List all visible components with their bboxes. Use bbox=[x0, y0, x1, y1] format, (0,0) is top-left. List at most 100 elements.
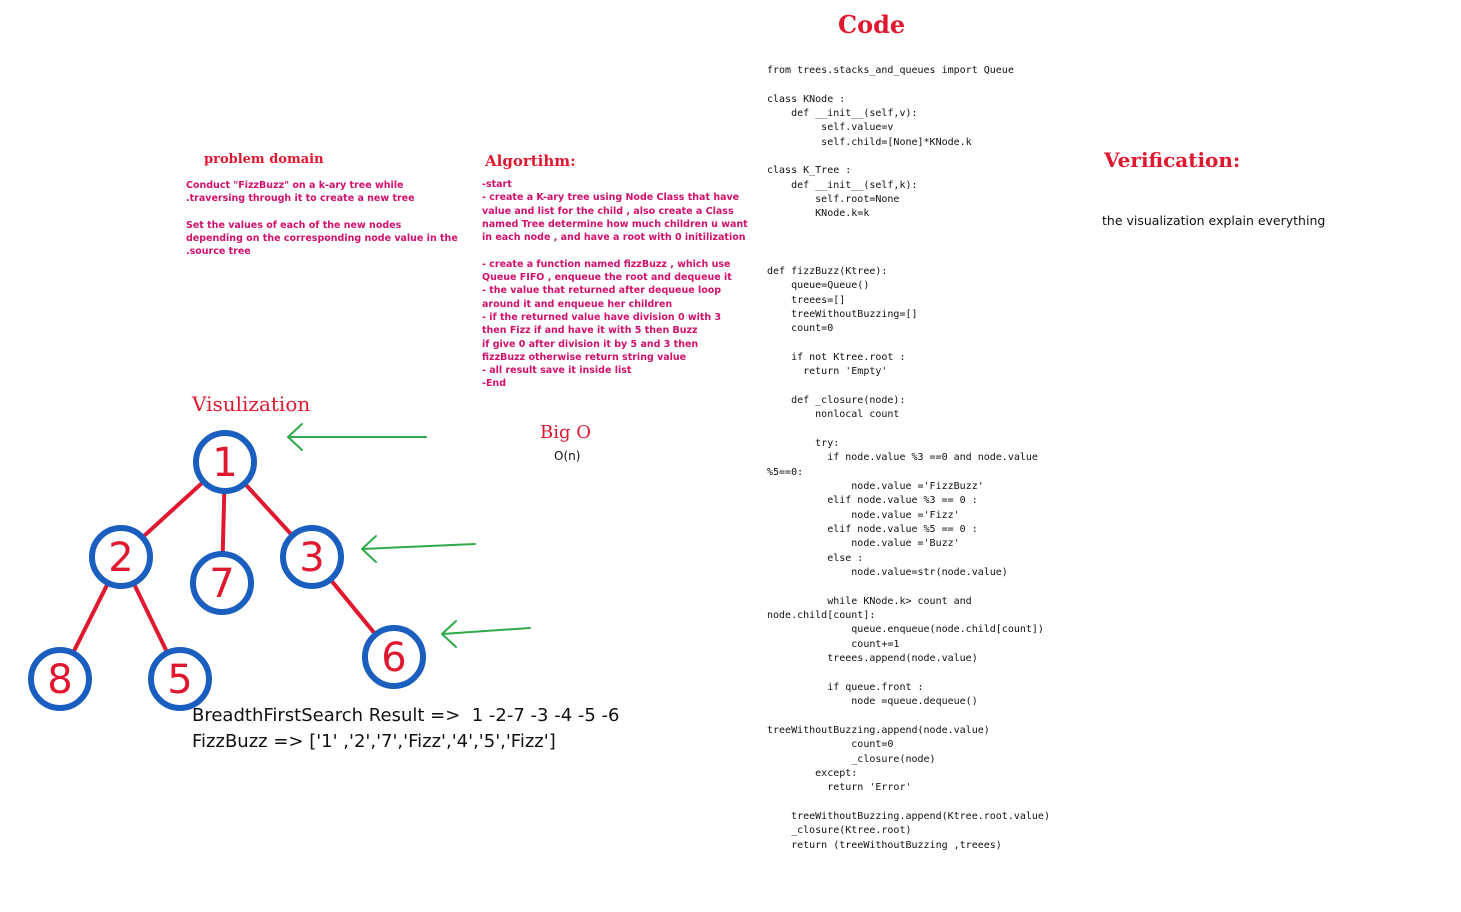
code-line: queue.enqueue(node.child[count]) bbox=[767, 624, 1044, 636]
tree-node-8: 8 bbox=[28, 647, 92, 711]
arrow-to-node-3 bbox=[361, 535, 476, 563]
tree-node-7: 7 bbox=[190, 551, 254, 615]
tree-node-circle bbox=[193, 430, 257, 494]
code-line: %5==0: bbox=[767, 466, 804, 478]
tree-node-label: 1 bbox=[212, 440, 237, 486]
arrow-to-node-1 bbox=[287, 423, 427, 451]
tree-node-circle bbox=[190, 551, 254, 615]
code-line: return (treeWithoutBuzzing ,treees) bbox=[767, 839, 1002, 851]
problem-domain-text: Conduct "FizzBuzz" on a k-ary tree while… bbox=[186, 180, 458, 258]
code-line: from trees.stacks_and_queues import Queu… bbox=[767, 65, 1014, 76]
code-line: treees=[] bbox=[767, 294, 846, 306]
arrow-path bbox=[287, 423, 427, 451]
code-line: except: bbox=[767, 767, 858, 779]
code-line: elif node.value %3 == 0 : bbox=[767, 495, 978, 507]
code-line: self.child=[None]*KNode.k bbox=[767, 136, 972, 148]
code-line: return 'Error' bbox=[767, 782, 912, 794]
code-line: node.value=str(node.value) bbox=[767, 567, 1008, 579]
code-line: if not Ktree.root : bbox=[767, 351, 906, 363]
visualization-title: Visulization bbox=[192, 392, 311, 416]
verification-text: the visualization explain everything bbox=[1102, 213, 1326, 228]
code-line: treeWithoutBuzzing=[] bbox=[767, 308, 918, 320]
tree-edge-n1-n3 bbox=[242, 481, 295, 538]
arrow-path bbox=[361, 535, 476, 563]
tree-edge-n1-n7 bbox=[220, 488, 227, 557]
code-line bbox=[767, 222, 1050, 236]
code-line: KNode.k=k bbox=[767, 208, 870, 220]
algorithm-title: Algortihm: bbox=[485, 152, 576, 170]
code-line: self.value=v bbox=[767, 122, 894, 134]
code-line: node =queue.dequeue() bbox=[767, 696, 978, 708]
code-line: def _closure(node): bbox=[767, 394, 906, 406]
code-line bbox=[767, 709, 1050, 723]
code-line: class K_Tree : bbox=[767, 165, 852, 177]
code-line: while KNode.k> count and bbox=[767, 595, 972, 607]
verification-title: Verification: bbox=[1104, 148, 1241, 172]
arrow-to-node-6 bbox=[441, 620, 531, 648]
code-line: if node.value %3 ==0 and node.value bbox=[767, 452, 1038, 464]
tree-edge-n2-n8 bbox=[70, 580, 111, 656]
code-line: count=0 bbox=[767, 739, 894, 751]
code-line bbox=[767, 423, 1050, 437]
tree-node-5: 5 bbox=[148, 647, 212, 711]
tree-node-circle bbox=[89, 525, 153, 589]
code-line: self.root=None bbox=[767, 194, 900, 206]
code-line bbox=[767, 150, 1050, 164]
tree-node-label: 2 bbox=[108, 535, 133, 581]
code-line bbox=[767, 796, 1050, 810]
tree-node-circle bbox=[28, 647, 92, 711]
code-line: node.value ='Fizz' bbox=[767, 509, 960, 521]
code-line: _closure(Ktree.root) bbox=[767, 825, 912, 837]
code-line: node.value ='FizzBuzz' bbox=[767, 480, 984, 492]
code-line bbox=[767, 250, 1050, 264]
tree-edge-n3-n6 bbox=[328, 577, 378, 637]
big-o-title: Big O bbox=[540, 422, 591, 443]
bfs-result: BreadthFirstSearch Result => 1 -2-7 -3 -… bbox=[192, 705, 620, 726]
code-line: queue=Queue() bbox=[767, 280, 870, 292]
code-line bbox=[767, 580, 1050, 594]
code-line: return 'Empty' bbox=[767, 366, 888, 378]
code-line: def fizzBuzz(Ktree): bbox=[767, 265, 888, 277]
tree-node-label: 7 bbox=[209, 561, 234, 607]
tree-diagram: 1 2 7 3 8 5 6 bbox=[28, 423, 531, 711]
code-line: def __init__(self,k): bbox=[767, 179, 918, 191]
tree-node-label: 3 bbox=[299, 535, 324, 581]
tree-edge-n2-n5 bbox=[131, 581, 170, 655]
arrow-path bbox=[441, 620, 531, 648]
code-line: _closure(node) bbox=[767, 753, 936, 765]
tree-node-1: 1 bbox=[193, 430, 257, 494]
algorithm-text: -start - create a K-ary tree using Node … bbox=[482, 179, 748, 390]
tree-node-label: 6 bbox=[381, 635, 406, 681]
code-line: count=0 bbox=[767, 323, 834, 335]
problem-domain-title: problem domain bbox=[204, 152, 324, 167]
code-line bbox=[767, 666, 1050, 680]
code-line: count+=1 bbox=[767, 638, 900, 650]
code-line: node.value ='Buzz' bbox=[767, 538, 960, 550]
code-line bbox=[767, 337, 1050, 351]
pointer-arrows bbox=[287, 423, 531, 648]
tree-node-2: 2 bbox=[89, 525, 153, 589]
big-o-value: O(n) bbox=[554, 449, 581, 463]
code-line: if queue.front : bbox=[767, 681, 924, 693]
code-line bbox=[767, 236, 1050, 250]
code-line: elif node.value %5 == 0 : bbox=[767, 524, 978, 535]
code-line: treeWithoutBuzzing.append(node.value) bbox=[767, 724, 990, 736]
tree-edge-n1-n2 bbox=[140, 479, 206, 540]
code-line: class KNode : bbox=[767, 93, 846, 105]
code-line: try: bbox=[767, 437, 840, 449]
tree-node-3: 3 bbox=[280, 525, 344, 589]
code-line bbox=[767, 380, 1050, 394]
tree-node-label: 8 bbox=[47, 657, 72, 703]
code-title: Code bbox=[838, 10, 906, 39]
fizzbuzz-result: FizzBuzz => ['1' ,'2','7','Fizz','4','5'… bbox=[192, 731, 556, 752]
tree-node-6: 6 bbox=[362, 625, 426, 689]
tree-nodes: 1 2 7 3 8 5 6 bbox=[28, 430, 426, 711]
code-line: treeWithoutBuzzing.append(Ktree.root.val… bbox=[767, 810, 1050, 822]
tree-node-circle bbox=[148, 647, 212, 711]
code-line: node.child[count]: bbox=[767, 610, 876, 622]
code-line: nonlocal count bbox=[767, 409, 900, 421]
code-block: from trees.stacks_and_queues import Queu… bbox=[767, 64, 1050, 853]
tree-node-label: 5 bbox=[167, 657, 192, 703]
tree-node-circle bbox=[362, 625, 426, 689]
code-line bbox=[767, 78, 1050, 92]
